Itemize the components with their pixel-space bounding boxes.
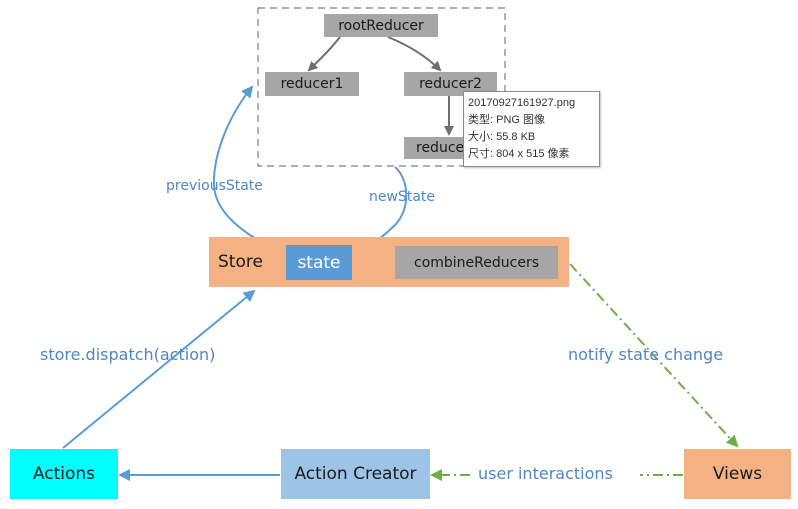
label-new-state: newState bbox=[369, 189, 435, 205]
label-dispatch: store.dispatch(action) bbox=[40, 345, 216, 364]
node-reducer3-label: reduce bbox=[416, 140, 465, 156]
node-state: state bbox=[286, 245, 352, 280]
edge-previous-state bbox=[212, 85, 293, 257]
node-reducer1: reducer1 bbox=[265, 72, 359, 96]
reducer-tree-container bbox=[257, 7, 506, 167]
node-combine-reducers-label: combineReducers bbox=[414, 254, 539, 271]
label-previous-state: previousState bbox=[166, 178, 263, 194]
label-user-interactions: user interactions bbox=[478, 464, 613, 483]
node-action-creator: Action Creator bbox=[281, 449, 430, 499]
node-root-reducer-label: rootReducer bbox=[338, 17, 424, 34]
edge-notify bbox=[569, 263, 739, 448]
file-info-tooltip: 20170927161927.png 类型: PNG 图像 大小: 55.8 K… bbox=[463, 91, 600, 167]
node-views: Views bbox=[684, 449, 791, 499]
tooltip-dimensions: 尺寸: 804 x 515 像素 bbox=[468, 148, 570, 160]
tooltip-type: 类型: PNG 图像 bbox=[468, 114, 546, 126]
edge-root-to-reducer2 bbox=[387, 36, 442, 72]
node-reducer1-label: reducer1 bbox=[280, 76, 344, 92]
node-reducer2-label: reducer2 bbox=[419, 76, 482, 92]
node-actions: Actions bbox=[10, 449, 118, 499]
edge-dispatch bbox=[62, 289, 256, 449]
edge-root-to-reducer1 bbox=[307, 36, 341, 72]
label-notify: notify state change bbox=[568, 345, 724, 364]
node-action-creator-label: Action Creator bbox=[294, 464, 417, 484]
node-root-reducer: rootReducer bbox=[324, 14, 438, 37]
tooltip-filename: 20170927161927.png bbox=[468, 97, 576, 109]
node-views-label: Views bbox=[712, 464, 763, 484]
node-store-label: Store bbox=[218, 252, 263, 272]
node-actions-label: Actions bbox=[32, 464, 96, 484]
node-combine-reducers: combineReducers bbox=[395, 246, 558, 279]
node-state-label: state bbox=[297, 252, 341, 273]
tooltip-size: 大小: 55.8 KB bbox=[468, 131, 536, 143]
